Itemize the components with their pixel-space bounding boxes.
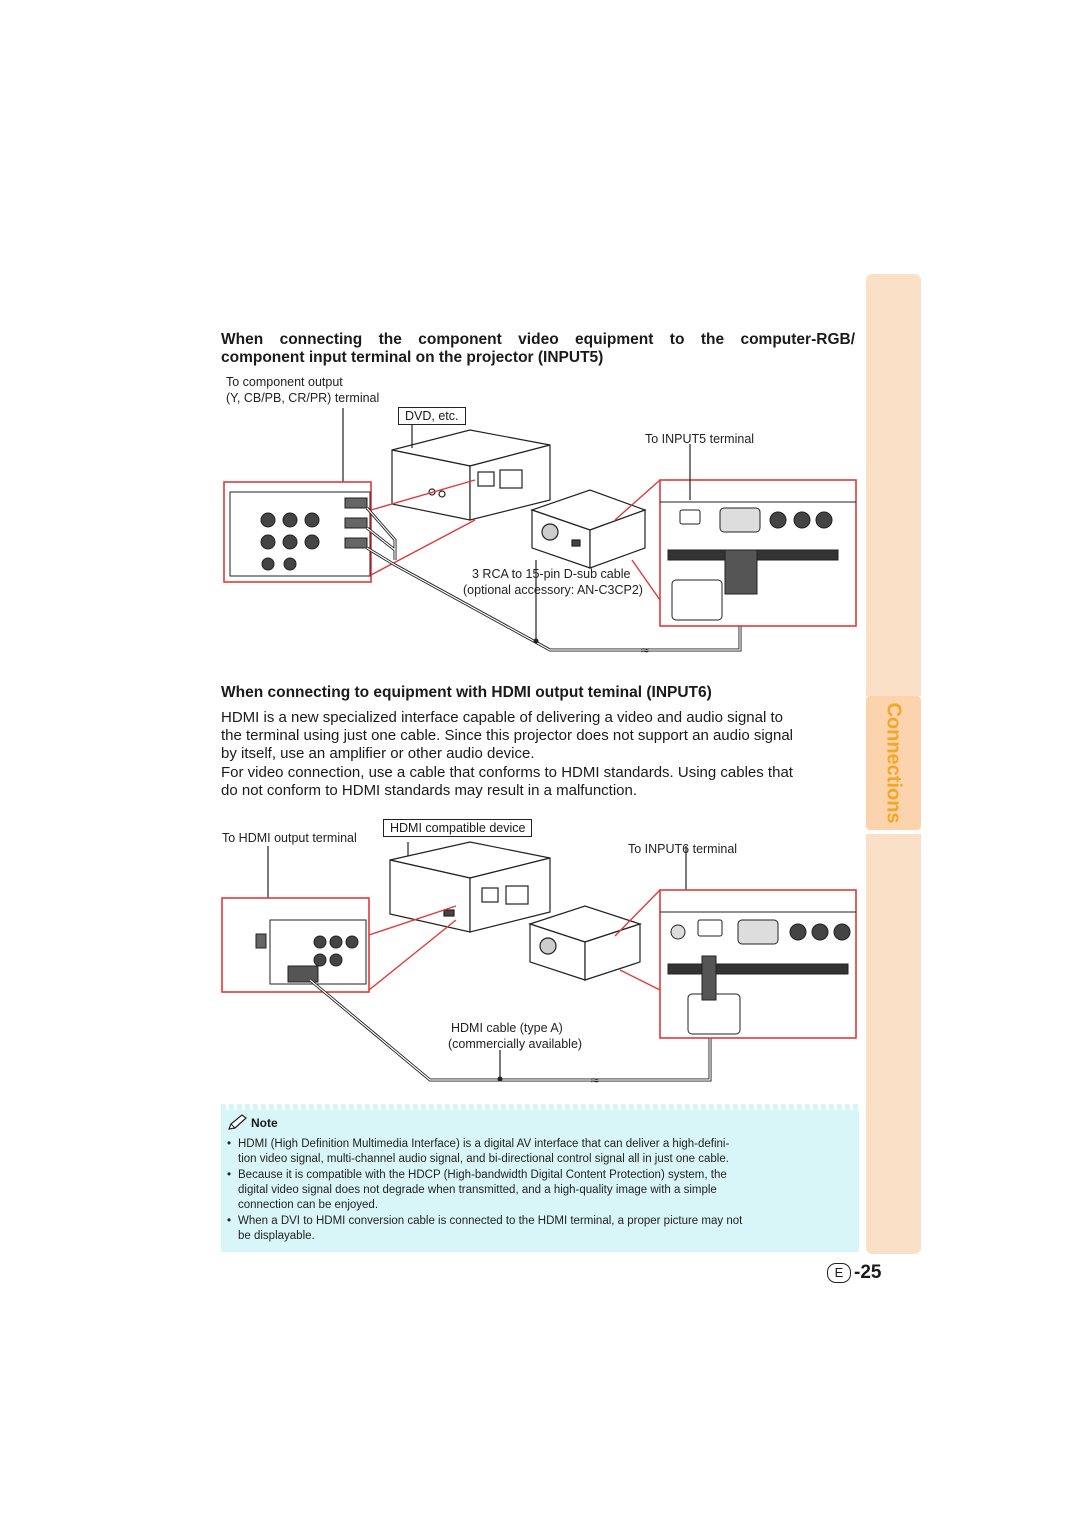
label-component-output-1: To component output xyxy=(226,375,343,389)
hdmi-device xyxy=(389,841,551,933)
diagram-input6: ≈ xyxy=(221,841,857,1087)
note-title: Note xyxy=(251,1116,278,1130)
section2-heading: When connecting to equipment with HDMI o… xyxy=(221,684,712,701)
section2-para1-line3: by itself, use an amplifier or other aud… xyxy=(221,745,535,762)
label-input6: To INPUT6 terminal xyxy=(628,842,738,856)
projector-panel-ports-2 xyxy=(667,919,851,1035)
pencil-icon xyxy=(227,1114,249,1132)
dvd-player xyxy=(391,429,551,521)
label-component-output-2: (Y, CB/PB, CR/PR) terminal xyxy=(226,391,380,405)
label-hdmi-cable-1: HDMI cable (type A) xyxy=(451,1021,563,1035)
note-item: • HDMI (High Definition Multimedia Inter… xyxy=(227,1138,730,1165)
diagram-input5: ≈ xyxy=(223,408,857,657)
note-item: • Because it is compatible with the HDCP… xyxy=(227,1169,727,1211)
side-tab-label: Connections xyxy=(882,702,905,824)
label-dvd: DVD, etc. xyxy=(398,407,466,425)
projector-panel-ports xyxy=(667,507,839,621)
section2-para1-line1: HDMI is a new specialized interface capa… xyxy=(221,709,783,726)
section2-para1-line2: the terminal using just one cable. Since… xyxy=(221,727,794,744)
svg-text:≈: ≈ xyxy=(590,1073,600,1087)
projector-2 xyxy=(528,905,642,981)
section2-para2-line1: For video connection, use a cable that c… xyxy=(221,764,793,781)
note-header: Note xyxy=(227,1114,278,1132)
label-cable-1: 3 RCA to 15-pin D-sub cable xyxy=(472,567,631,581)
side-tab-upper xyxy=(866,274,921,696)
rear-panel-hdmi xyxy=(255,919,367,985)
note-box: Note • HDMI (High Definition Multimedia … xyxy=(221,1104,859,1252)
side-tab-lower xyxy=(866,834,921,1254)
label-input5: To INPUT5 terminal xyxy=(645,432,755,446)
svg-text:≈: ≈ xyxy=(640,643,650,657)
section1-heading-line1: When connecting the component video equi… xyxy=(221,331,855,348)
label-hdmi-cable-2: (commercially available) xyxy=(448,1037,583,1051)
label-hdmi-device: HDMI compatible device xyxy=(383,819,533,837)
page-letter-badge: E xyxy=(827,1263,851,1283)
projector xyxy=(530,489,647,569)
side-tab-connections[interactable]: Connections xyxy=(866,696,921,830)
label-hdmi-output: To HDMI output terminal xyxy=(222,831,357,845)
note-list: • HDMI (High Definition Multimedia Inter… xyxy=(227,1137,851,1245)
page-number: E -25 xyxy=(827,1262,881,1284)
section2-para2-line2: do not conform to HDMI standards may res… xyxy=(221,782,638,799)
section1-heading-line2: component input terminal on the projecto… xyxy=(221,349,604,366)
label-cable-2: (optional accessory: AN-C3CP2) xyxy=(463,583,643,597)
note-item: • When a DVI to HDMI conversion cable is… xyxy=(227,1215,743,1242)
